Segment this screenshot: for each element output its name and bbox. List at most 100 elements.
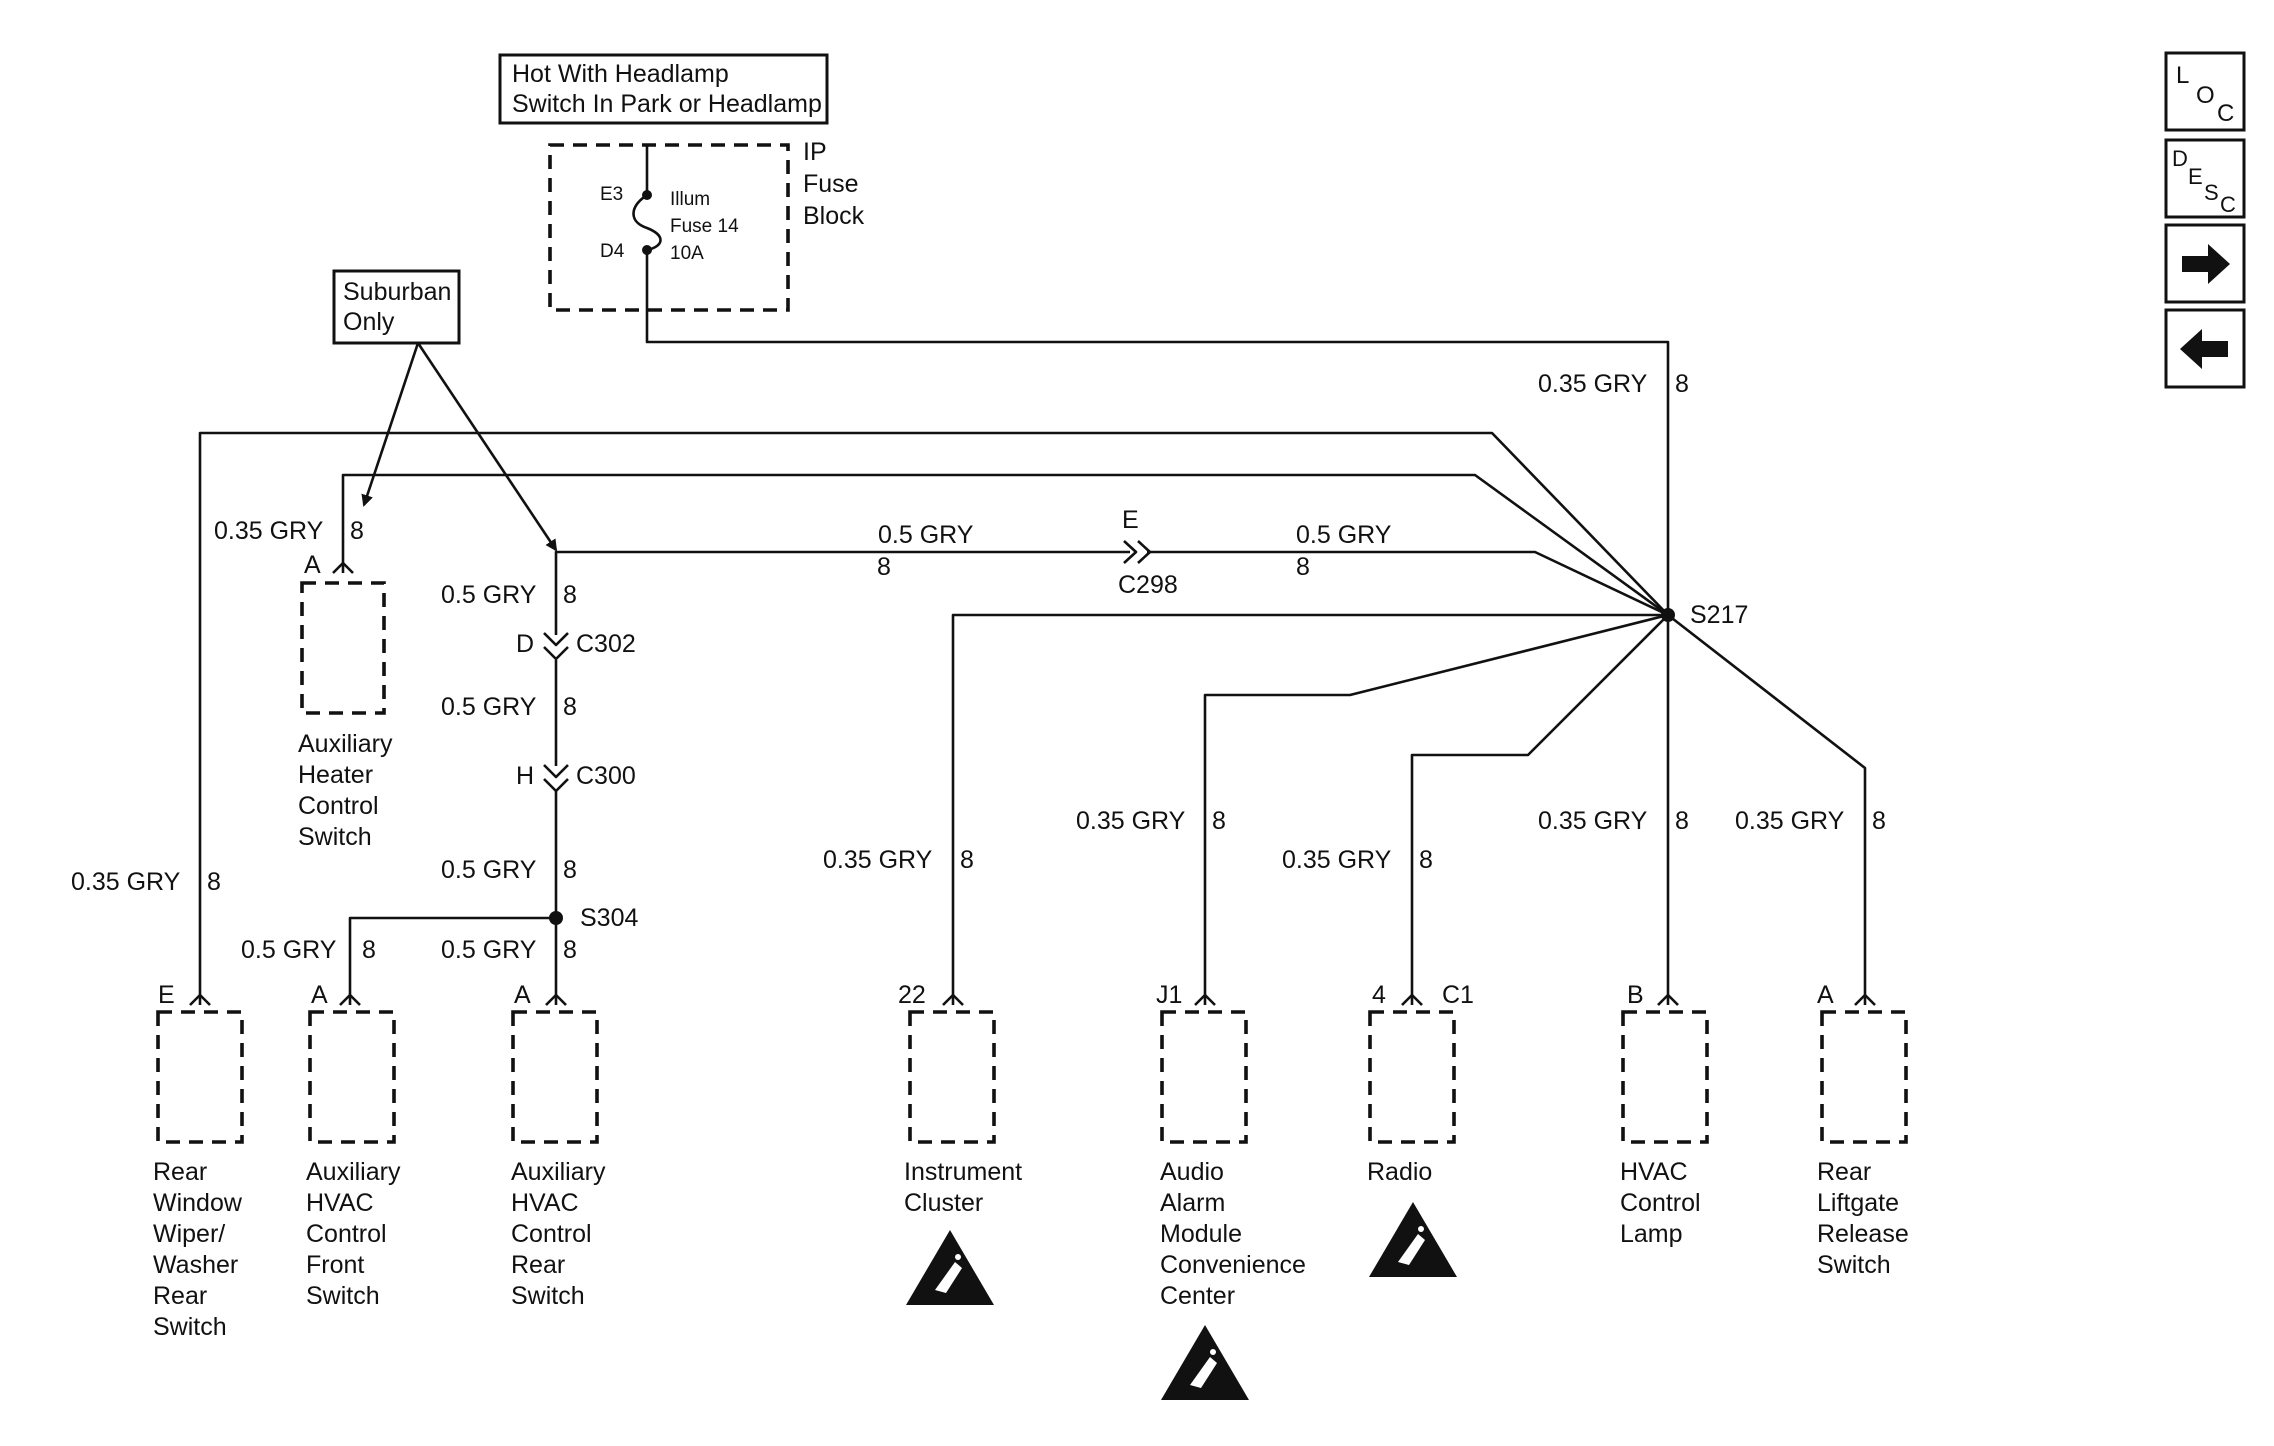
svg-text:8: 8	[207, 868, 221, 896]
svg-text:0.35 GRY: 0.35 GRY	[1076, 807, 1186, 835]
svg-text:A: A	[1817, 981, 1834, 1009]
svg-text:B: B	[1627, 981, 1644, 1009]
svg-text:0.35 GRY: 0.35 GRY	[1538, 807, 1648, 835]
svg-text:Auxiliary: Auxiliary	[306, 1158, 401, 1186]
component-hvac-control-lamp: B HVAC Control Lamp	[1620, 981, 1709, 1248]
svg-text:D: D	[516, 630, 534, 658]
svg-text:Switch: Switch	[298, 823, 372, 851]
esd-warning-icon	[1369, 1202, 1457, 1277]
svg-text:A: A	[304, 551, 321, 579]
component-rear-wiper-washer-switch: E Rear Window Wiper/ Washer Rear Switch	[153, 981, 244, 1341]
svg-text:C298: C298	[1118, 571, 1178, 599]
component-aux-hvac-front-switch: A Auxiliary HVAC Control Front Switch	[306, 981, 401, 1310]
svg-text:Illum: Illum	[670, 189, 710, 210]
svg-text:S217: S217	[1690, 601, 1748, 629]
component-aux-heater-control-switch: A Auxiliary Heater Control Switch	[298, 551, 393, 851]
svg-text:Window: Window	[153, 1189, 243, 1217]
svg-text:Rear: Rear	[1817, 1158, 1871, 1186]
svg-text:Instrument: Instrument	[904, 1158, 1022, 1186]
svg-text:Alarm: Alarm	[1160, 1189, 1225, 1217]
component-rear-liftgate-release-switch: A Rear Liftgate Release Switch	[1817, 981, 1909, 1279]
arrow-right-icon	[2182, 244, 2230, 284]
prev-button[interactable]	[2164, 308, 2246, 389]
connector-c298: E C298	[1118, 506, 1178, 599]
svg-text:Switch In Park or Headlamp: Switch In Park or Headlamp	[512, 90, 822, 118]
svg-text:8: 8	[1419, 846, 1433, 874]
svg-text:0.5 GRY: 0.5 GRY	[441, 581, 537, 609]
svg-text:Rear: Rear	[153, 1282, 207, 1310]
svg-text:8: 8	[1212, 807, 1226, 835]
svg-text:Switch: Switch	[306, 1282, 380, 1310]
power-source-note: Hot With Headlamp Switch In Park or Head…	[498, 53, 829, 125]
wire-to-radio	[1410, 614, 1669, 1005]
svg-text:H: H	[516, 762, 534, 790]
svg-text:Rear: Rear	[153, 1158, 207, 1186]
note-arrow-hvac	[416, 342, 558, 552]
svg-text:E: E	[1122, 506, 1139, 534]
svg-text:Switch: Switch	[153, 1313, 227, 1341]
svg-text:8: 8	[350, 517, 364, 545]
svg-text:Suburban: Suburban	[343, 278, 451, 306]
svg-text:8: 8	[1675, 370, 1689, 398]
svg-text:Module: Module	[1160, 1220, 1242, 1248]
svg-text:C300: C300	[576, 762, 636, 790]
svg-text:D: D	[2172, 146, 2188, 171]
svg-text:0.35 GRY: 0.35 GRY	[71, 868, 181, 896]
loc-button[interactable]: L O C	[2164, 51, 2246, 132]
svg-text:0.35 GRY: 0.35 GRY	[1538, 370, 1648, 398]
wire-c298-left	[554, 550, 1130, 635]
arrow-left-icon	[2180, 329, 2228, 369]
svg-text:A: A	[514, 981, 531, 1009]
svg-text:0.5 GRY: 0.5 GRY	[441, 936, 537, 964]
wire-to-cluster	[951, 613, 1668, 1005]
svg-text:8: 8	[1296, 553, 1310, 581]
svg-text:C302: C302	[576, 630, 636, 658]
svg-text:8: 8	[563, 581, 577, 609]
component-audio-alarm-module: J1 Audio Alarm Module Convenience Center	[1156, 981, 1306, 1400]
svg-text:Radio: Radio	[1367, 1158, 1432, 1186]
svg-text:Auxiliary: Auxiliary	[511, 1158, 606, 1186]
esd-warning-icon	[906, 1230, 994, 1305]
suburban-only-note: Suburban Only	[332, 269, 558, 552]
connector-c300: H C300	[516, 762, 636, 793]
svg-text:0.35 GRY: 0.35 GRY	[1735, 807, 1845, 835]
svg-text:Fuse: Fuse	[803, 170, 859, 198]
svg-text:Fuse 14: Fuse 14	[670, 216, 739, 237]
svg-text:Control: Control	[511, 1220, 592, 1248]
svg-text:Audio: Audio	[1160, 1158, 1224, 1186]
svg-text:HVAC: HVAC	[1620, 1158, 1688, 1186]
svg-text:Washer: Washer	[153, 1251, 238, 1279]
svg-text:L: L	[2176, 62, 2189, 89]
svg-text:A: A	[311, 981, 328, 1009]
next-button[interactable]	[2164, 223, 2246, 304]
svg-text:Convenience: Convenience	[1160, 1251, 1306, 1279]
svg-text:Front: Front	[306, 1251, 364, 1279]
svg-text:8: 8	[563, 693, 577, 721]
svg-text:Switch: Switch	[1817, 1251, 1891, 1279]
svg-text:Control: Control	[1620, 1189, 1701, 1217]
svg-text:Release: Release	[1817, 1220, 1909, 1248]
svg-text:C1: C1	[1442, 981, 1474, 1009]
wire-to-wiper-switch	[198, 431, 1669, 1005]
svg-text:Rear: Rear	[511, 1251, 565, 1279]
wire-c298-right	[1147, 550, 1669, 617]
svg-text:0.35 GRY: 0.35 GRY	[1282, 846, 1392, 874]
svg-text:E: E	[158, 981, 175, 1009]
svg-text:8: 8	[1675, 807, 1689, 835]
svg-text:Hot With Headlamp: Hot With Headlamp	[512, 60, 729, 88]
component-aux-hvac-rear-switch: A Auxiliary HVAC Control Rear Switch	[511, 981, 606, 1310]
svg-text:Lamp: Lamp	[1620, 1220, 1683, 1248]
wire-to-aux-heater	[341, 473, 1669, 617]
svg-text:E: E	[2188, 164, 2203, 189]
svg-text:8: 8	[362, 936, 376, 964]
svg-text:S: S	[2204, 180, 2219, 205]
fuse-terminal-d4: D4	[600, 241, 625, 262]
svg-text:Control: Control	[298, 792, 379, 820]
svg-text:C: C	[2220, 192, 2236, 217]
desc-button[interactable]: D E S C	[2164, 138, 2246, 219]
svg-text:10A: 10A	[670, 243, 704, 264]
svg-text:0.5 GRY: 0.5 GRY	[441, 856, 537, 884]
svg-text:22: 22	[898, 981, 926, 1009]
component-radio: 4 C1 Radio	[1367, 981, 1474, 1277]
